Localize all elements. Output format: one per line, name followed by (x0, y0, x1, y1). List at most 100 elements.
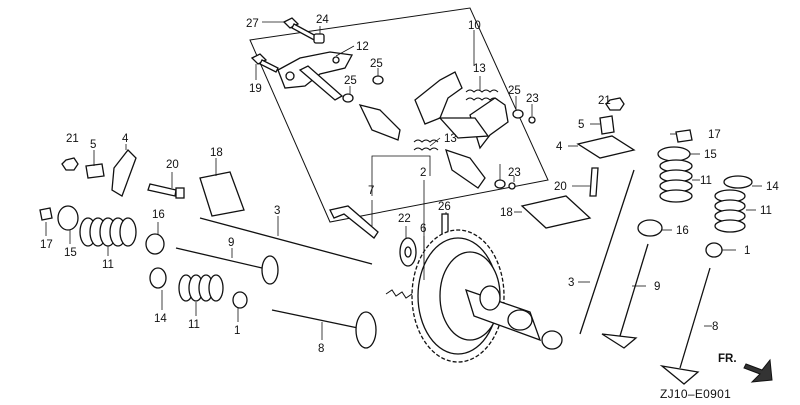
retainer-15-left (57, 205, 79, 231)
washer-25-c (512, 109, 524, 119)
right-valve-group (520, 97, 753, 385)
decomp-lever-7 (329, 205, 379, 239)
callout-22: 22 (398, 213, 411, 225)
nut-23-a (528, 116, 536, 124)
callout-1-a: 1 (234, 325, 240, 337)
callout-11-a: 11 (102, 259, 114, 271)
camshaft-2 (465, 285, 563, 350)
callout-23-a: 23 (526, 93, 539, 105)
valve-spring-11-left (79, 217, 137, 247)
adjust-screw-5-right (599, 115, 615, 135)
callout-2: 2 (420, 167, 426, 179)
washer-25-a (372, 75, 384, 85)
callout-18-b: 18 (500, 207, 513, 219)
callout-7: 7 (368, 185, 374, 197)
callout-26: 26 (438, 201, 451, 213)
drawing-code: ZJ10–E0901 (660, 387, 731, 401)
rocker-assembly-frame (249, 7, 549, 223)
callout-17-b: 17 (708, 129, 721, 141)
callout-5-b: 5 (578, 119, 584, 131)
callout-15-b: 15 (704, 149, 717, 161)
callout-21-b: 21 (598, 95, 611, 107)
washer-25-b (342, 93, 354, 103)
spring-13-a (465, 89, 499, 101)
callout-24: 24 (316, 14, 329, 26)
retainer-15-right (657, 146, 691, 162)
spring-6 (385, 289, 417, 301)
callout-17-a: 17 (40, 239, 53, 251)
adjust-screw-5-left (85, 163, 105, 179)
leader-lines (45, 21, 762, 340)
callout-16-a: 16 (152, 209, 165, 221)
callout-9-b: 9 (654, 281, 660, 293)
callout-25-a: 25 (370, 58, 383, 70)
callout-11-d: 11 (760, 205, 772, 217)
guide-plate-18-left (199, 171, 245, 217)
callout-8-a: 8 (318, 343, 324, 355)
valve-spring-11-right-b (714, 189, 746, 233)
nut-21-left (61, 157, 79, 171)
bolt-27 (282, 17, 319, 42)
valve-8-right (659, 267, 711, 385)
spring-13-b (413, 139, 439, 151)
valve-8-left (271, 309, 377, 349)
guide-plate-18-right (520, 195, 592, 229)
push-rod-3-right (579, 169, 635, 335)
callouts: 27 24 10 12 19 25 25 13 25 23 13 23 21 5… (40, 14, 779, 355)
callout-27: 27 (246, 18, 259, 30)
rocker-arm-4-right (576, 135, 636, 159)
spring-seat-16-left (145, 233, 165, 255)
valve-spring-11-lower (178, 274, 224, 302)
callout-25-c: 25 (508, 85, 521, 97)
callout-20-a: 20 (166, 159, 179, 171)
callout-20-b: 20 (554, 181, 567, 193)
retainer-14-left (149, 267, 167, 289)
callout-6: 6 (420, 223, 426, 235)
rocker-arm-4-left (111, 149, 137, 197)
camshaft-group (329, 205, 563, 363)
nut-23-b (508, 182, 516, 190)
callout-13-b: 13 (444, 133, 457, 145)
left-valve-group (39, 149, 377, 349)
callout-13-a: 13 (473, 63, 486, 75)
callout-14-a: 14 (154, 313, 167, 325)
valve-cotter-17-left (39, 207, 53, 221)
bolt-19 (250, 53, 279, 73)
callout-16-b: 16 (676, 225, 689, 237)
callout-23-b: 23 (508, 167, 521, 179)
pivot-bolt-20-left (147, 183, 177, 197)
callout-4-b: 4 (556, 141, 563, 153)
nut-21-right (605, 97, 625, 111)
callout-1-b: 1 (744, 245, 750, 257)
cam-gear (411, 229, 505, 363)
rocker-assembly-group (249, 7, 549, 223)
washer-25-d (494, 179, 506, 189)
callout-4-a: 4 (122, 133, 129, 145)
retainer-14-right (723, 175, 753, 189)
push-rod-3-left (199, 217, 373, 265)
callout-25-b: 25 (344, 75, 357, 87)
valve-9-left (175, 247, 279, 285)
callout-9-a: 9 (228, 237, 234, 249)
callout-15-a: 15 (64, 247, 77, 259)
callout-10: 10 (468, 20, 481, 32)
direction-arrow-icon (743, 358, 773, 383)
callout-18-a: 18 (210, 147, 223, 159)
valve-cotter-17-right (675, 129, 693, 143)
spring-seat-16-right (637, 219, 663, 237)
rocker-arm-upper (414, 71, 509, 150)
callout-3-a: 3 (274, 205, 280, 217)
direction-label: FR. (718, 353, 737, 365)
rocker-arm-holder (277, 51, 354, 101)
callout-14-b: 14 (766, 181, 779, 193)
valve-spring-11-right-a (659, 159, 693, 203)
callout-8-b: 8 (712, 321, 718, 333)
callout-19: 19 (249, 83, 262, 95)
callout-3-b: 3 (568, 277, 574, 289)
callout-11-c: 11 (700, 175, 712, 187)
pivot-bolt-20-right (589, 167, 599, 197)
collar-24 (313, 33, 325, 44)
callout-12: 12 (356, 41, 369, 53)
stem-seal-1-right (705, 242, 723, 258)
